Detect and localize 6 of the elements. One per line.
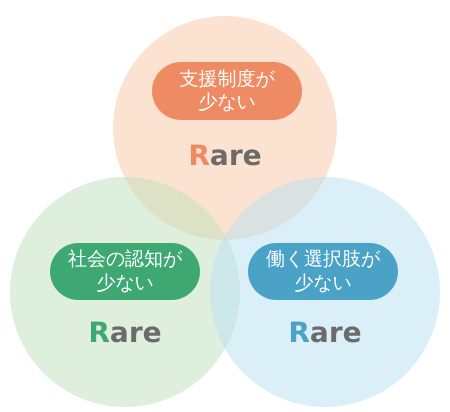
keyword-text: Rare: [88, 319, 162, 347]
label-tag: 支援制度が少ない: [152, 62, 302, 120]
label-tag: 働く選択肢が少ない: [248, 243, 398, 300]
label-tag: 社会の認知が少ない: [50, 243, 200, 300]
keyword-text: Rare: [188, 142, 262, 170]
keyword-text: Rare: [288, 319, 362, 347]
